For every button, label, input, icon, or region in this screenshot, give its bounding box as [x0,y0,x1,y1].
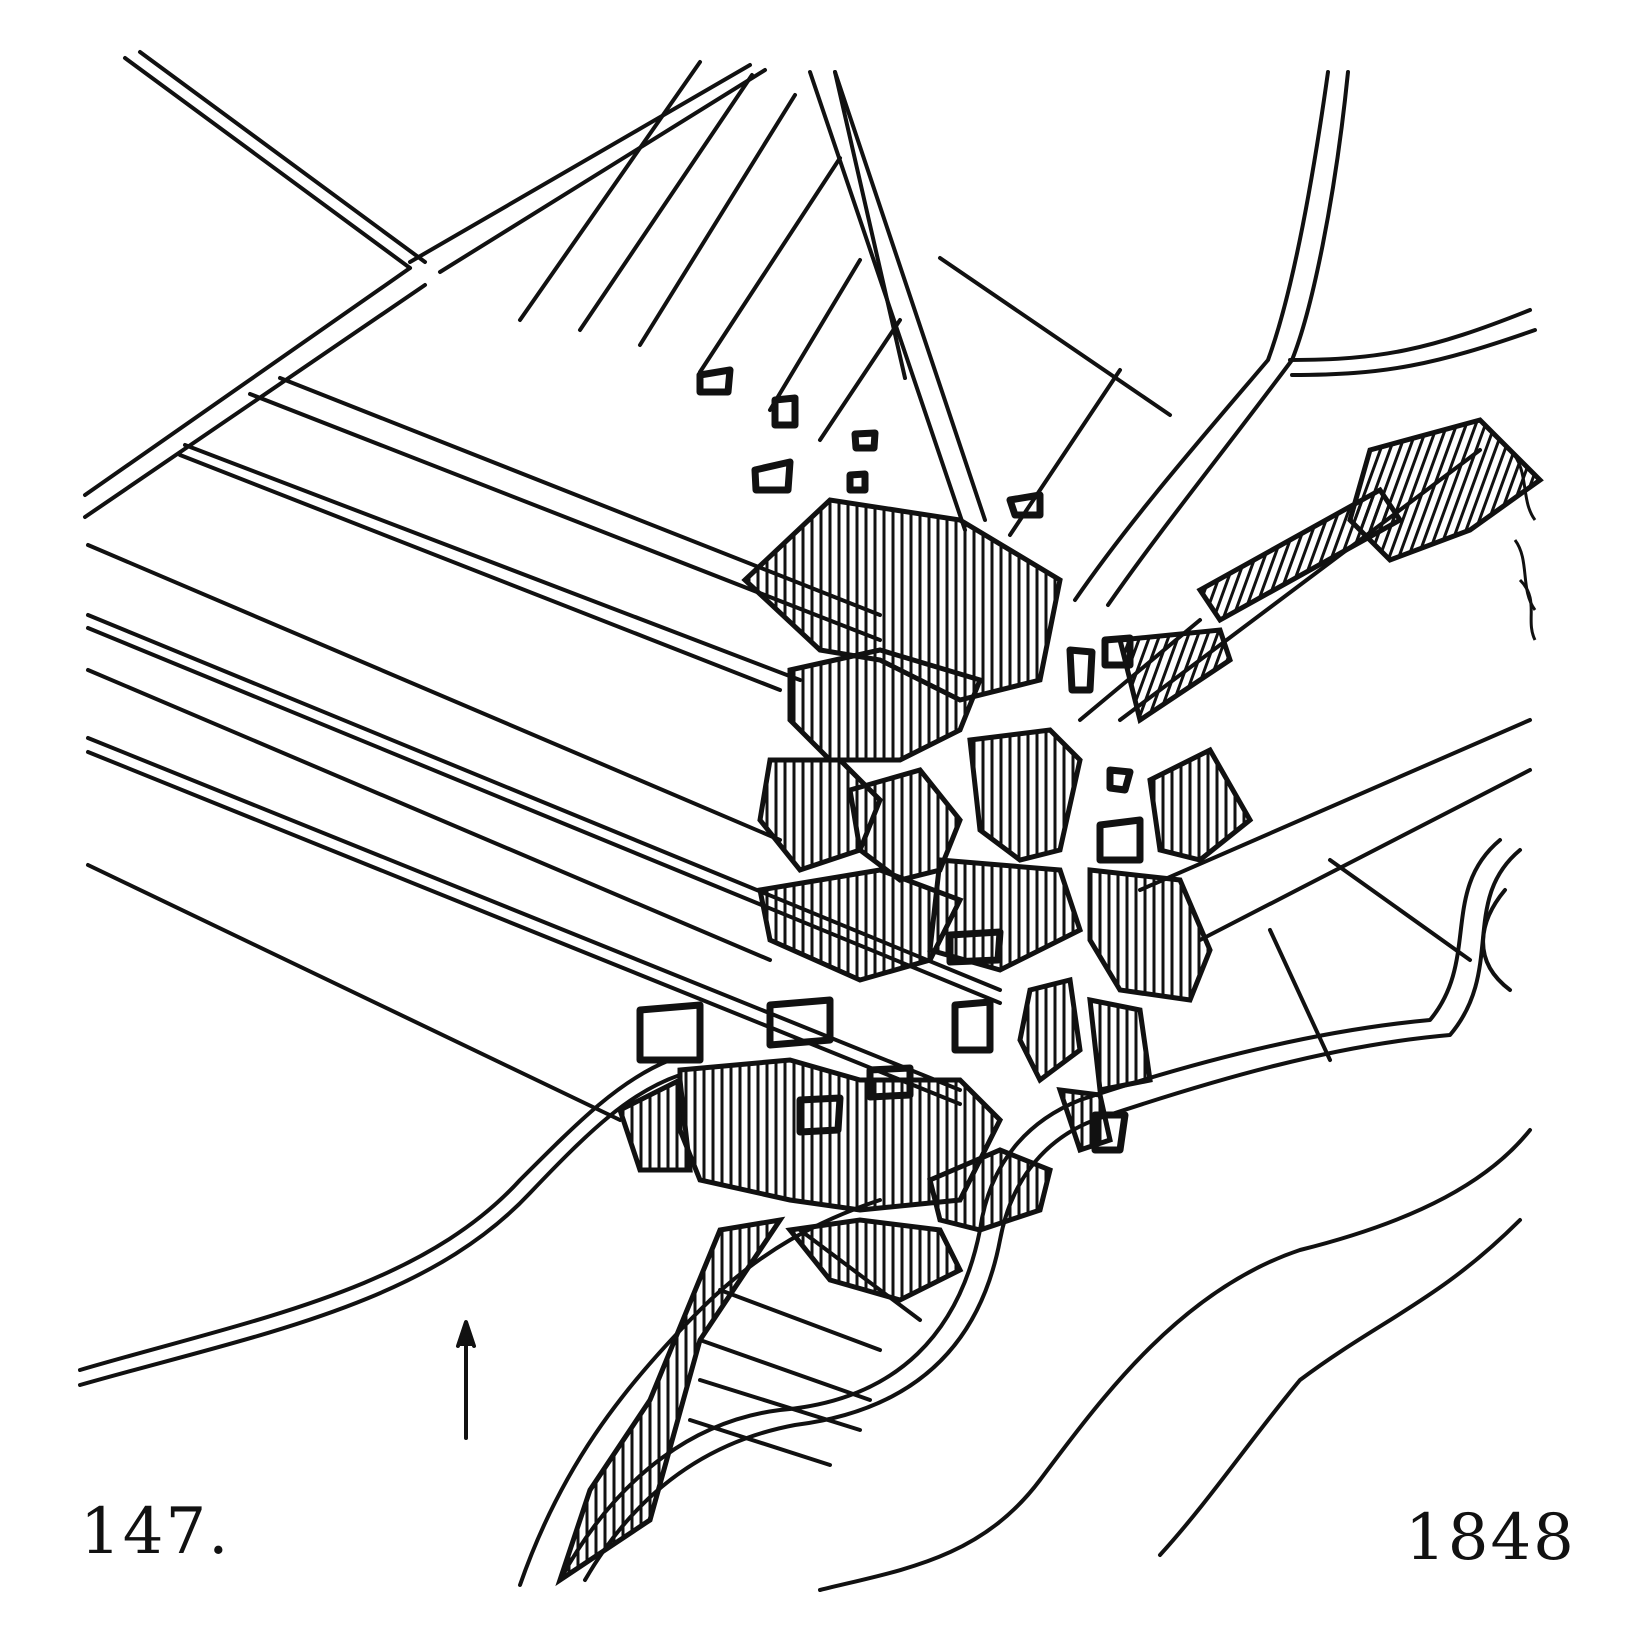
building-mark [851,429,879,452]
village-block [1116,627,1233,725]
north-field-strips [518,60,1172,537]
village-block [785,1217,964,1303]
river-bank-marks [1508,448,1537,641]
village-block [741,497,1063,703]
building-mark [1101,634,1134,669]
figure-number: 147. [80,1495,231,1569]
village-block [1056,1087,1113,1154]
village-block [927,1147,1053,1233]
road-northeast [1073,70,1537,607]
village-block [555,1216,786,1587]
road-northwest [123,50,427,270]
building-mark [1091,1111,1129,1154]
building-mark [946,928,1004,966]
village-block [1087,867,1213,1003]
figure-year: 1848 [1405,1501,1576,1575]
building-mark [1066,646,1096,694]
north-arrow-icon [456,1320,476,1440]
village-block [1087,996,1153,1093]
building-mark [751,458,794,494]
building-mark [1096,816,1144,864]
village-block [967,727,1083,863]
building-mark [696,366,734,396]
building-mark [796,1094,844,1136]
village-block [1196,486,1404,624]
building-mark [846,470,869,494]
village-block [1017,976,1083,1084]
road-southwest [78,1058,682,1387]
road-north-fields [408,63,767,274]
building-marks [636,366,1144,1154]
village-block [787,647,984,763]
building-mark [1006,491,1044,519]
road-west-diagonal [83,266,427,519]
building-mark [951,998,994,1054]
village-blocks [555,417,1544,1587]
village-block [757,867,964,983]
building-mark [1106,766,1134,794]
village-block [616,1076,693,1173]
village-block [1147,746,1254,863]
building-mark [771,394,799,429]
south-wedge-strips [688,1228,922,1467]
road-north-v [808,70,987,532]
building-mark [766,996,834,1049]
building-mark [636,1001,704,1064]
building-mark [866,1064,914,1101]
